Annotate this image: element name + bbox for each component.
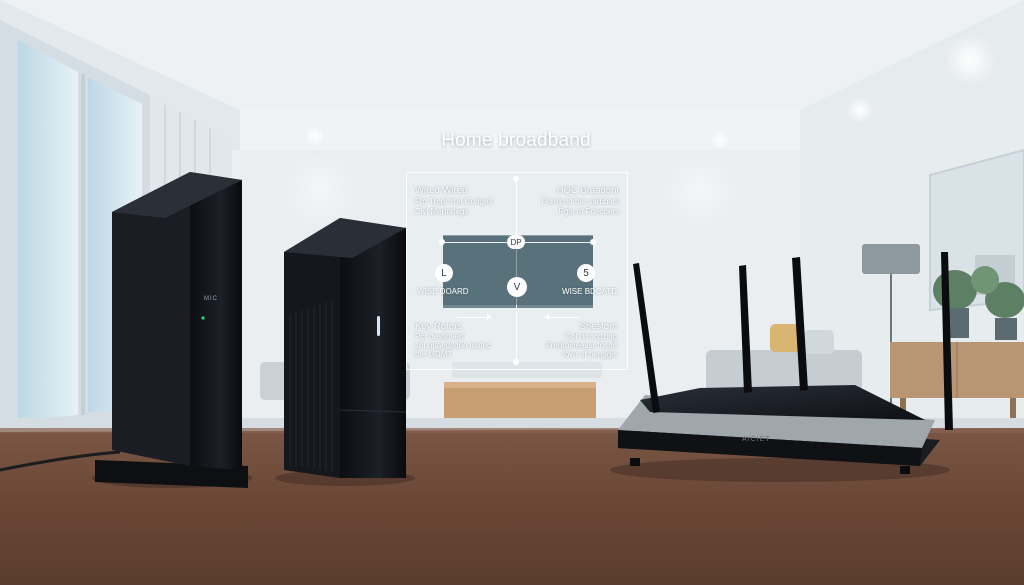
bottom-right-subtext-2: Fredraineessr fosde [545, 341, 617, 350]
left-arrow-right [457, 314, 492, 320]
left-heading: Wlred Wired [415, 185, 468, 196]
connector-left-dot [439, 239, 445, 245]
bottom-right-subtext-1: Col drrocdzing [565, 332, 617, 341]
bottom-left-subtext-1: Pcr destinvert [415, 332, 464, 341]
right-subtext-2: Pgle of Foecoers [558, 207, 619, 216]
bottom-left-subtext-2: sbunnaedsdrie loatec [415, 341, 492, 350]
right-arrow-left [544, 314, 579, 320]
left-subtext-1: Fro Tropl irrel Corigelt [415, 197, 493, 206]
divider-top-dot [513, 176, 519, 182]
right-subtext-1: Foreiced the sarbbact [541, 197, 619, 206]
left-mid-label: WISE DOARD [417, 287, 469, 296]
right-mid-label: WISE BDCATD [562, 287, 617, 296]
bottom-right-heading: Shestom [579, 321, 618, 332]
router-label: AICIET [742, 436, 771, 443]
broadband-comparison-panel: Wlred Wired Fro Tropl irrel Corigelt Civ… [406, 172, 628, 370]
bottom-left-subtext-3: the MDMT [415, 350, 453, 359]
divider-bottom-dot [513, 359, 519, 365]
modem-label: MIC [204, 296, 218, 302]
left-subtext-2: Civl Mertndags [415, 207, 469, 216]
bottom-left-heading: Key Rotors [415, 321, 462, 332]
center-badge: V [507, 277, 527, 297]
left-badge: L [435, 264, 453, 282]
right-heading: HQC Braadont [556, 185, 619, 196]
page-title: Home broadband [441, 130, 591, 151]
top-badge: DP [507, 235, 525, 249]
bottom-right-subtext-3: fowr of pergigis [562, 350, 617, 359]
connector-right-dot [590, 239, 596, 245]
right-badge: 5 [577, 264, 595, 282]
